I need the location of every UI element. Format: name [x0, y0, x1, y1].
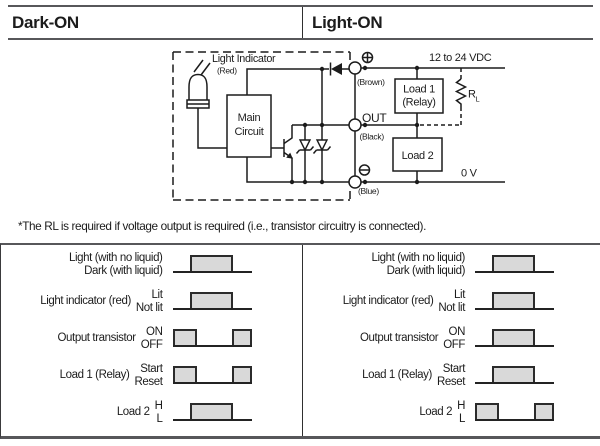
signal-label: Light indicator (red) [342, 295, 434, 307]
waveform-baseline [475, 271, 554, 273]
main-circuit-label-1: Main [238, 112, 261, 124]
level-high-label: Start [140, 363, 163, 376]
light-indicator-color-label: (Red) [217, 66, 237, 76]
level-low-label: OFF [140, 338, 163, 351]
level-high-label: ON [146, 326, 163, 339]
waveform [475, 364, 554, 384]
main-circuit-box [226, 94, 272, 158]
level-low-label: Dark (with liquid) [386, 264, 466, 277]
ground-label: 0 V [461, 168, 478, 180]
level-low-label: L [459, 412, 465, 425]
load-resistor-icon [454, 78, 468, 107]
signal-label: Load 2 [419, 406, 453, 418]
waveform [475, 401, 554, 421]
zener-diode-icon [312, 139, 332, 154]
terminal-plus [348, 51, 374, 75]
main-circuit-label-2: Circuit [234, 126, 263, 138]
rl-footnote: *The RL is required if voltage output is… [18, 219, 426, 233]
header-cell-light-on: Light-ON [303, 7, 593, 38]
waveform [475, 327, 554, 347]
level-low-label: Reset [134, 375, 163, 388]
signal-label: Output transistor [57, 332, 136, 344]
diode-icon [329, 62, 342, 76]
level-low-label: L [156, 412, 163, 425]
waveform [475, 253, 554, 273]
level-high-label: Light (with no liquid) [69, 252, 163, 265]
level-low-label: Reset [436, 375, 465, 388]
timing-row: Load 2 H L [303, 389, 554, 426]
level-high-label: Lit [454, 289, 465, 302]
waveform [172, 290, 252, 310]
level-high-label: ON [448, 326, 466, 339]
timing-row: Output transistor ON OFF [1, 315, 252, 352]
brown-wire-label: (Brown) [357, 77, 385, 87]
level-high-label: Light (with no liquid) [371, 252, 466, 265]
waveform-baseline [475, 345, 554, 347]
terminal-minus [348, 164, 371, 189]
signal-label: Load 1 (Relay) [362, 369, 432, 381]
timing-row: Light (with no liquid) Dark (with liquid… [303, 247, 554, 278]
waveform [475, 290, 554, 310]
level-low-label: Not lit [135, 301, 163, 314]
timing-row: Light (with no liquid) Dark (with liquid… [1, 247, 252, 278]
level-low-label: Dark (with liquid) [84, 264, 163, 277]
zener-diode-icon [295, 139, 315, 154]
header-cell-dark-on: Dark-ON [8, 7, 303, 38]
blue-wire-label: (Blue) [358, 186, 379, 196]
mode-header-table: Dark-ON Light-ON [8, 5, 593, 40]
load1-label-1: Load 1 [403, 84, 435, 96]
light-indicator-label: Light Indicator [212, 53, 276, 65]
waveform-baseline [475, 382, 554, 384]
sensor-dashed-outline [172, 51, 351, 201]
load1-label-2: (Relay) [402, 97, 435, 109]
led-indicator-icon [186, 59, 227, 149]
signal-label: Output transistor [359, 332, 439, 344]
terminal-out [348, 118, 362, 132]
timing-panel-light-on: Light (with no liquid) Dark (with liquid… [303, 245, 600, 436]
waveform-baseline [172, 382, 252, 384]
timing-row: Light indicator (red) Lit Not lit [1, 278, 252, 315]
timing-chart-section: Light (with no liquid) Dark (with liquid… [0, 243, 600, 439]
level-high-label: Lit [151, 289, 163, 302]
waveform [172, 327, 252, 347]
wiring-circuit-diagram: Light Indicator (Red) Main Circuit 12 to… [172, 51, 505, 201]
supply-voltage-label: 12 to 24 VDC [429, 52, 492, 64]
waveform-baseline [172, 308, 252, 310]
signal-label: Light indicator (red) [40, 295, 131, 307]
waveform-baseline [475, 308, 554, 310]
out-terminal-label: OUT [362, 111, 387, 125]
load1-box [394, 78, 444, 114]
load-resistor-label: R [468, 89, 476, 101]
light-emission-marks [193, 59, 211, 76]
timing-row: Load 1 (Relay) Start Reset [303, 352, 554, 389]
external-wires [361, 67, 505, 183]
light-on-title: Light-ON [312, 12, 383, 32]
timing-row: Load 1 (Relay) Start Reset [1, 352, 252, 389]
timing-row: Light indicator (red) Lit Not lit [303, 278, 554, 315]
waveform [172, 253, 252, 273]
signal-label: Load 1 (Relay) [59, 369, 130, 381]
level-low-label: OFF [443, 338, 465, 351]
timing-row: Output transistor ON OFF [303, 315, 554, 352]
waveform-baseline [172, 271, 252, 273]
load2-box [392, 137, 443, 172]
waveform [172, 401, 252, 421]
waveform [172, 364, 252, 384]
level-low-label: Not lit [438, 301, 465, 314]
load-resistor-subscript: L [476, 95, 480, 104]
level-high-label: H [457, 400, 465, 413]
waveform-baseline [172, 419, 252, 421]
transistor-icon [271, 125, 293, 182]
dark-on-title: Dark-ON [12, 12, 79, 32]
black-wire-label: (Black) [360, 132, 385, 142]
signal-label: Load 2 [116, 406, 150, 418]
timing-panel-dark-on: Light (with no liquid) Dark (with liquid… [1, 245, 303, 436]
level-high-label: H [154, 400, 163, 413]
timing-row: Load 2 H L [1, 389, 252, 426]
load2-label: Load 2 [402, 150, 434, 162]
level-high-label: Start [442, 363, 466, 376]
junction-dots [289, 65, 420, 185]
waveform-baseline [172, 345, 252, 347]
waveform-baseline [475, 419, 554, 421]
